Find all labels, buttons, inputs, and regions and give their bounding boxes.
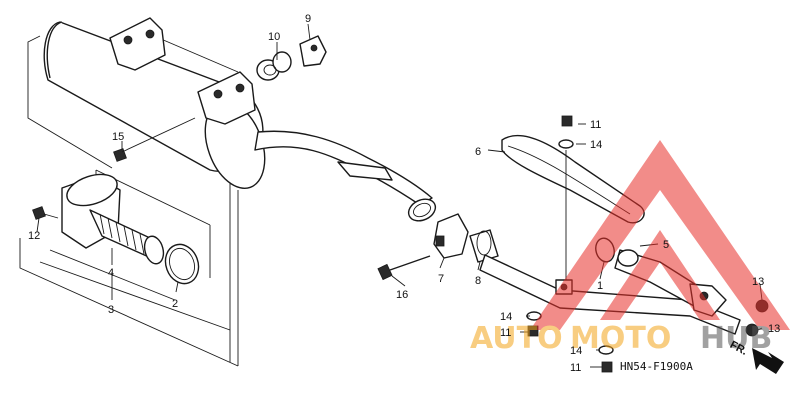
callout-5: 5	[663, 239, 669, 251]
joint-collar-10	[256, 51, 292, 81]
exhaust-pipe-protector-6	[501, 134, 645, 224]
watermark-text-auto: AUTO	[470, 321, 563, 356]
callout-11-top: 11	[590, 119, 601, 131]
callout-11-mid: 11	[500, 327, 511, 339]
muffler	[43, 17, 266, 189]
bolt-12	[32, 206, 59, 220]
callout-1: 1	[597, 280, 603, 292]
callout-6: 6	[475, 146, 481, 158]
spark-arrester	[61, 173, 165, 265]
callout-14-top: 14	[590, 139, 602, 151]
clamp-9	[299, 35, 327, 67]
gasket-8	[469, 229, 499, 263]
watermark-triangle-inner	[600, 230, 720, 320]
automotohub-watermark: AUTO MOTO HUB	[470, 140, 790, 356]
arrester-mesh	[99, 213, 145, 255]
callout-15: 15	[112, 131, 124, 143]
gasket-2	[164, 243, 200, 285]
callout-3: 3	[108, 304, 114, 316]
watermark-triangle-outer	[530, 140, 790, 330]
watermark-text-moto: MOTO	[570, 321, 671, 356]
callout-4: 4	[108, 267, 114, 279]
callout-numbers: 1 2 3 4 5 6 7 8 9 10 11 11 11 12 13 13 1…	[28, 13, 780, 374]
callout-14-bottom: 14	[570, 345, 582, 357]
exhaust-pipe	[254, 130, 437, 222]
pipe-clamp-7	[433, 213, 469, 259]
bolt-11-top	[558, 115, 574, 149]
callout-12: 12	[28, 230, 40, 242]
front-arrow-icon	[752, 348, 784, 374]
callout-9: 9	[305, 13, 311, 25]
callout-11-bottom: 11	[570, 362, 581, 374]
callout-13-bottom: 13	[768, 323, 780, 335]
callout-13-top: 13	[752, 276, 764, 288]
callout-2: 2	[172, 298, 178, 310]
callout-14-mid: 14	[500, 311, 512, 323]
bolt-16	[377, 255, 431, 281]
watermark-text-hub: HUB	[700, 321, 772, 356]
callout-10: 10	[268, 31, 280, 43]
callout-16: 16	[396, 289, 408, 301]
callout-7: 7	[438, 273, 444, 285]
bolt-15	[113, 117, 196, 162]
callout-8: 8	[475, 275, 481, 287]
diagram-code: HN54-F1900A	[620, 360, 693, 373]
